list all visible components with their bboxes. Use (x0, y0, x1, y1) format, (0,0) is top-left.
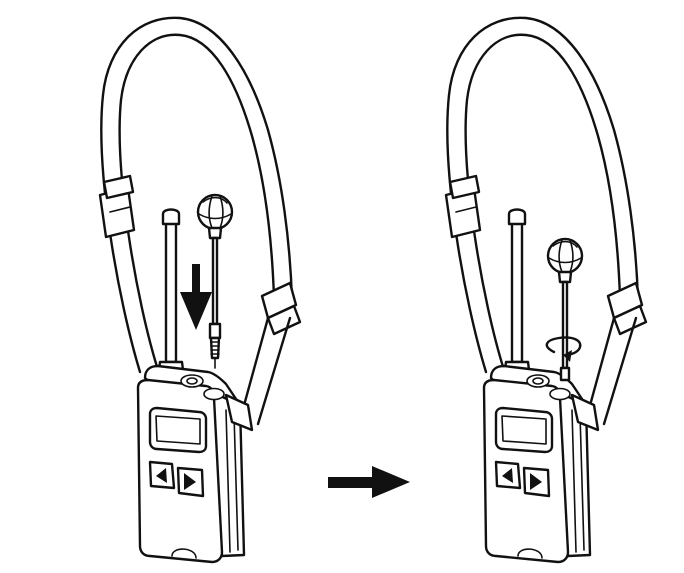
transition-arrow (328, 466, 410, 498)
panel-before (98, 16, 302, 564)
panel-after (444, 16, 648, 564)
receiver-unit-after (444, 16, 648, 564)
twist-lock-icon (545, 336, 582, 362)
insert-down-arrow (180, 264, 212, 330)
microphone-before (196, 193, 234, 369)
microphone-after (546, 237, 584, 382)
